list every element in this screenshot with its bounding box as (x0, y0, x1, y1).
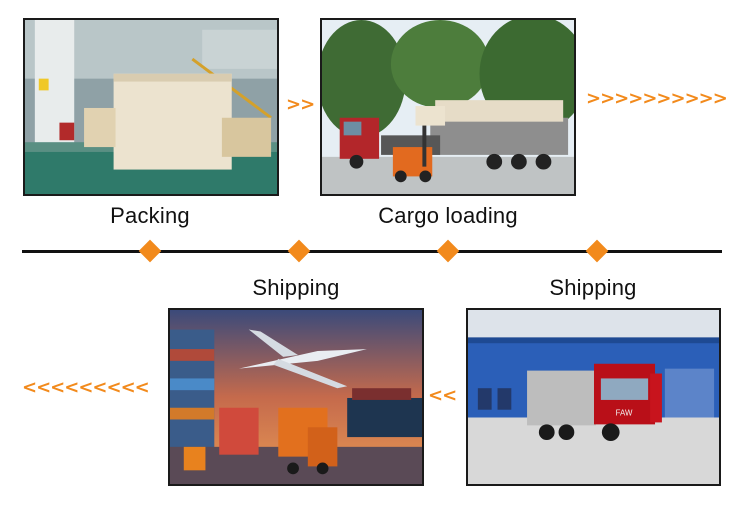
step-caption-cargo-loading: Cargo loading (378, 203, 518, 228)
packing-photo (23, 18, 279, 196)
timeline-marker-4 (585, 239, 609, 263)
cargo-loading-photo (320, 18, 576, 196)
truck-cab-text: FAW (616, 409, 633, 418)
step-caption-shipping-right: Shipping (549, 275, 637, 300)
step-caption-shipping-left: Shipping (252, 275, 340, 300)
arrow-right-long: >>>>>>>>>> (586, 88, 728, 109)
arrow-left-short: << (428, 385, 457, 406)
arrow-right-short: >> (286, 94, 315, 115)
timeline-marker-1 (138, 239, 162, 263)
timeline-marker-3 (436, 239, 460, 263)
truck-warehouse-photo: FAW (466, 308, 721, 486)
arrow-left-long: <<<<<<<<< (22, 377, 150, 398)
shipping-collage-photo (168, 308, 424, 486)
timeline-marker-2 (287, 239, 311, 263)
timeline-line (22, 250, 722, 253)
step-caption-packing: Packing (110, 203, 190, 228)
